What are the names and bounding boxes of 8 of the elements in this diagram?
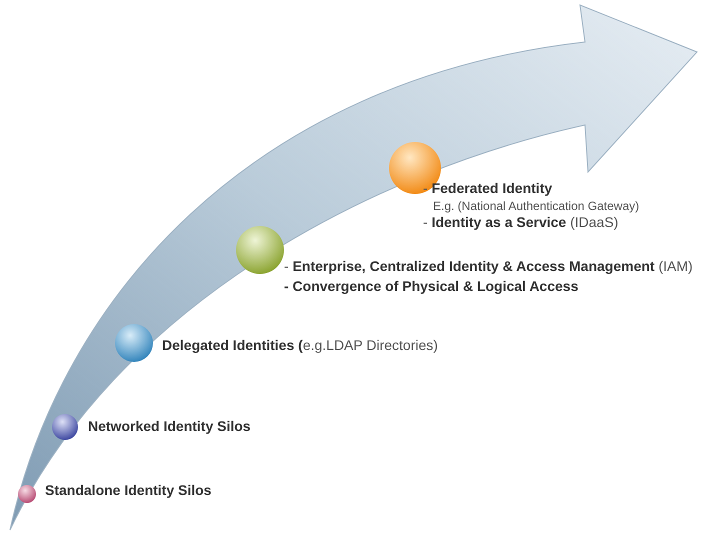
stage-title: - Identity as a Service (IDaaS)	[423, 214, 618, 230]
stage-title: - Enterprise, Centralized Identity & Access Management (IAM)	[284, 258, 693, 274]
stage-title: - Convergence of Physical & Logical Access	[284, 278, 578, 294]
stage-title: - Federated Identity	[423, 180, 552, 196]
stage-title: Networked Identity Silos	[88, 418, 251, 434]
stage-title: Delegated Identities (e.g.LDAP Directories)	[162, 337, 438, 353]
stage-title: Standalone Identity Silos	[45, 482, 212, 498]
example-note: E.g. (National Authentication Gateway)	[433, 198, 640, 214]
